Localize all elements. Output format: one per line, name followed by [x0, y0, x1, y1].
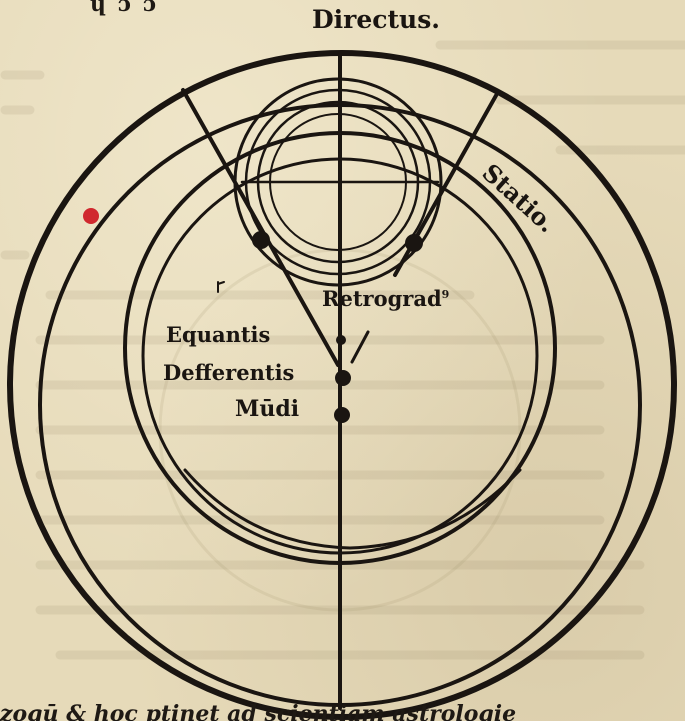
- label-retrogradus-text: Retrograd: [322, 286, 442, 311]
- bottom-text-fragment: zogū & hoc ptinet ad scientiam astrologi…: [0, 701, 517, 721]
- label-retrogradus-sup: 9: [441, 288, 450, 301]
- label-equantis: Equantis: [166, 322, 271, 347]
- planet-point-right: [405, 234, 423, 252]
- statio-line-left: [181, 88, 340, 367]
- small-mark: [217, 281, 225, 293]
- deferent-center-point: [335, 370, 351, 386]
- label-retrogradus: Retrograd9: [322, 288, 449, 309]
- label-defferentis: Defferentis: [163, 360, 295, 385]
- planet-point-left: [252, 231, 270, 249]
- world-center-point: [334, 407, 350, 423]
- outer-orb-outer-circle: [7, 50, 677, 720]
- top-text-fragment: ɥ ɔ ɔ: [90, 0, 159, 17]
- lower-arc: [183, 468, 522, 550]
- label-directus: Directus.: [312, 5, 440, 34]
- equant-point: [336, 335, 346, 345]
- label-mundi: Mūdi: [235, 396, 300, 422]
- retrograde-tick: [350, 330, 370, 364]
- red-ink-mark: [83, 208, 99, 224]
